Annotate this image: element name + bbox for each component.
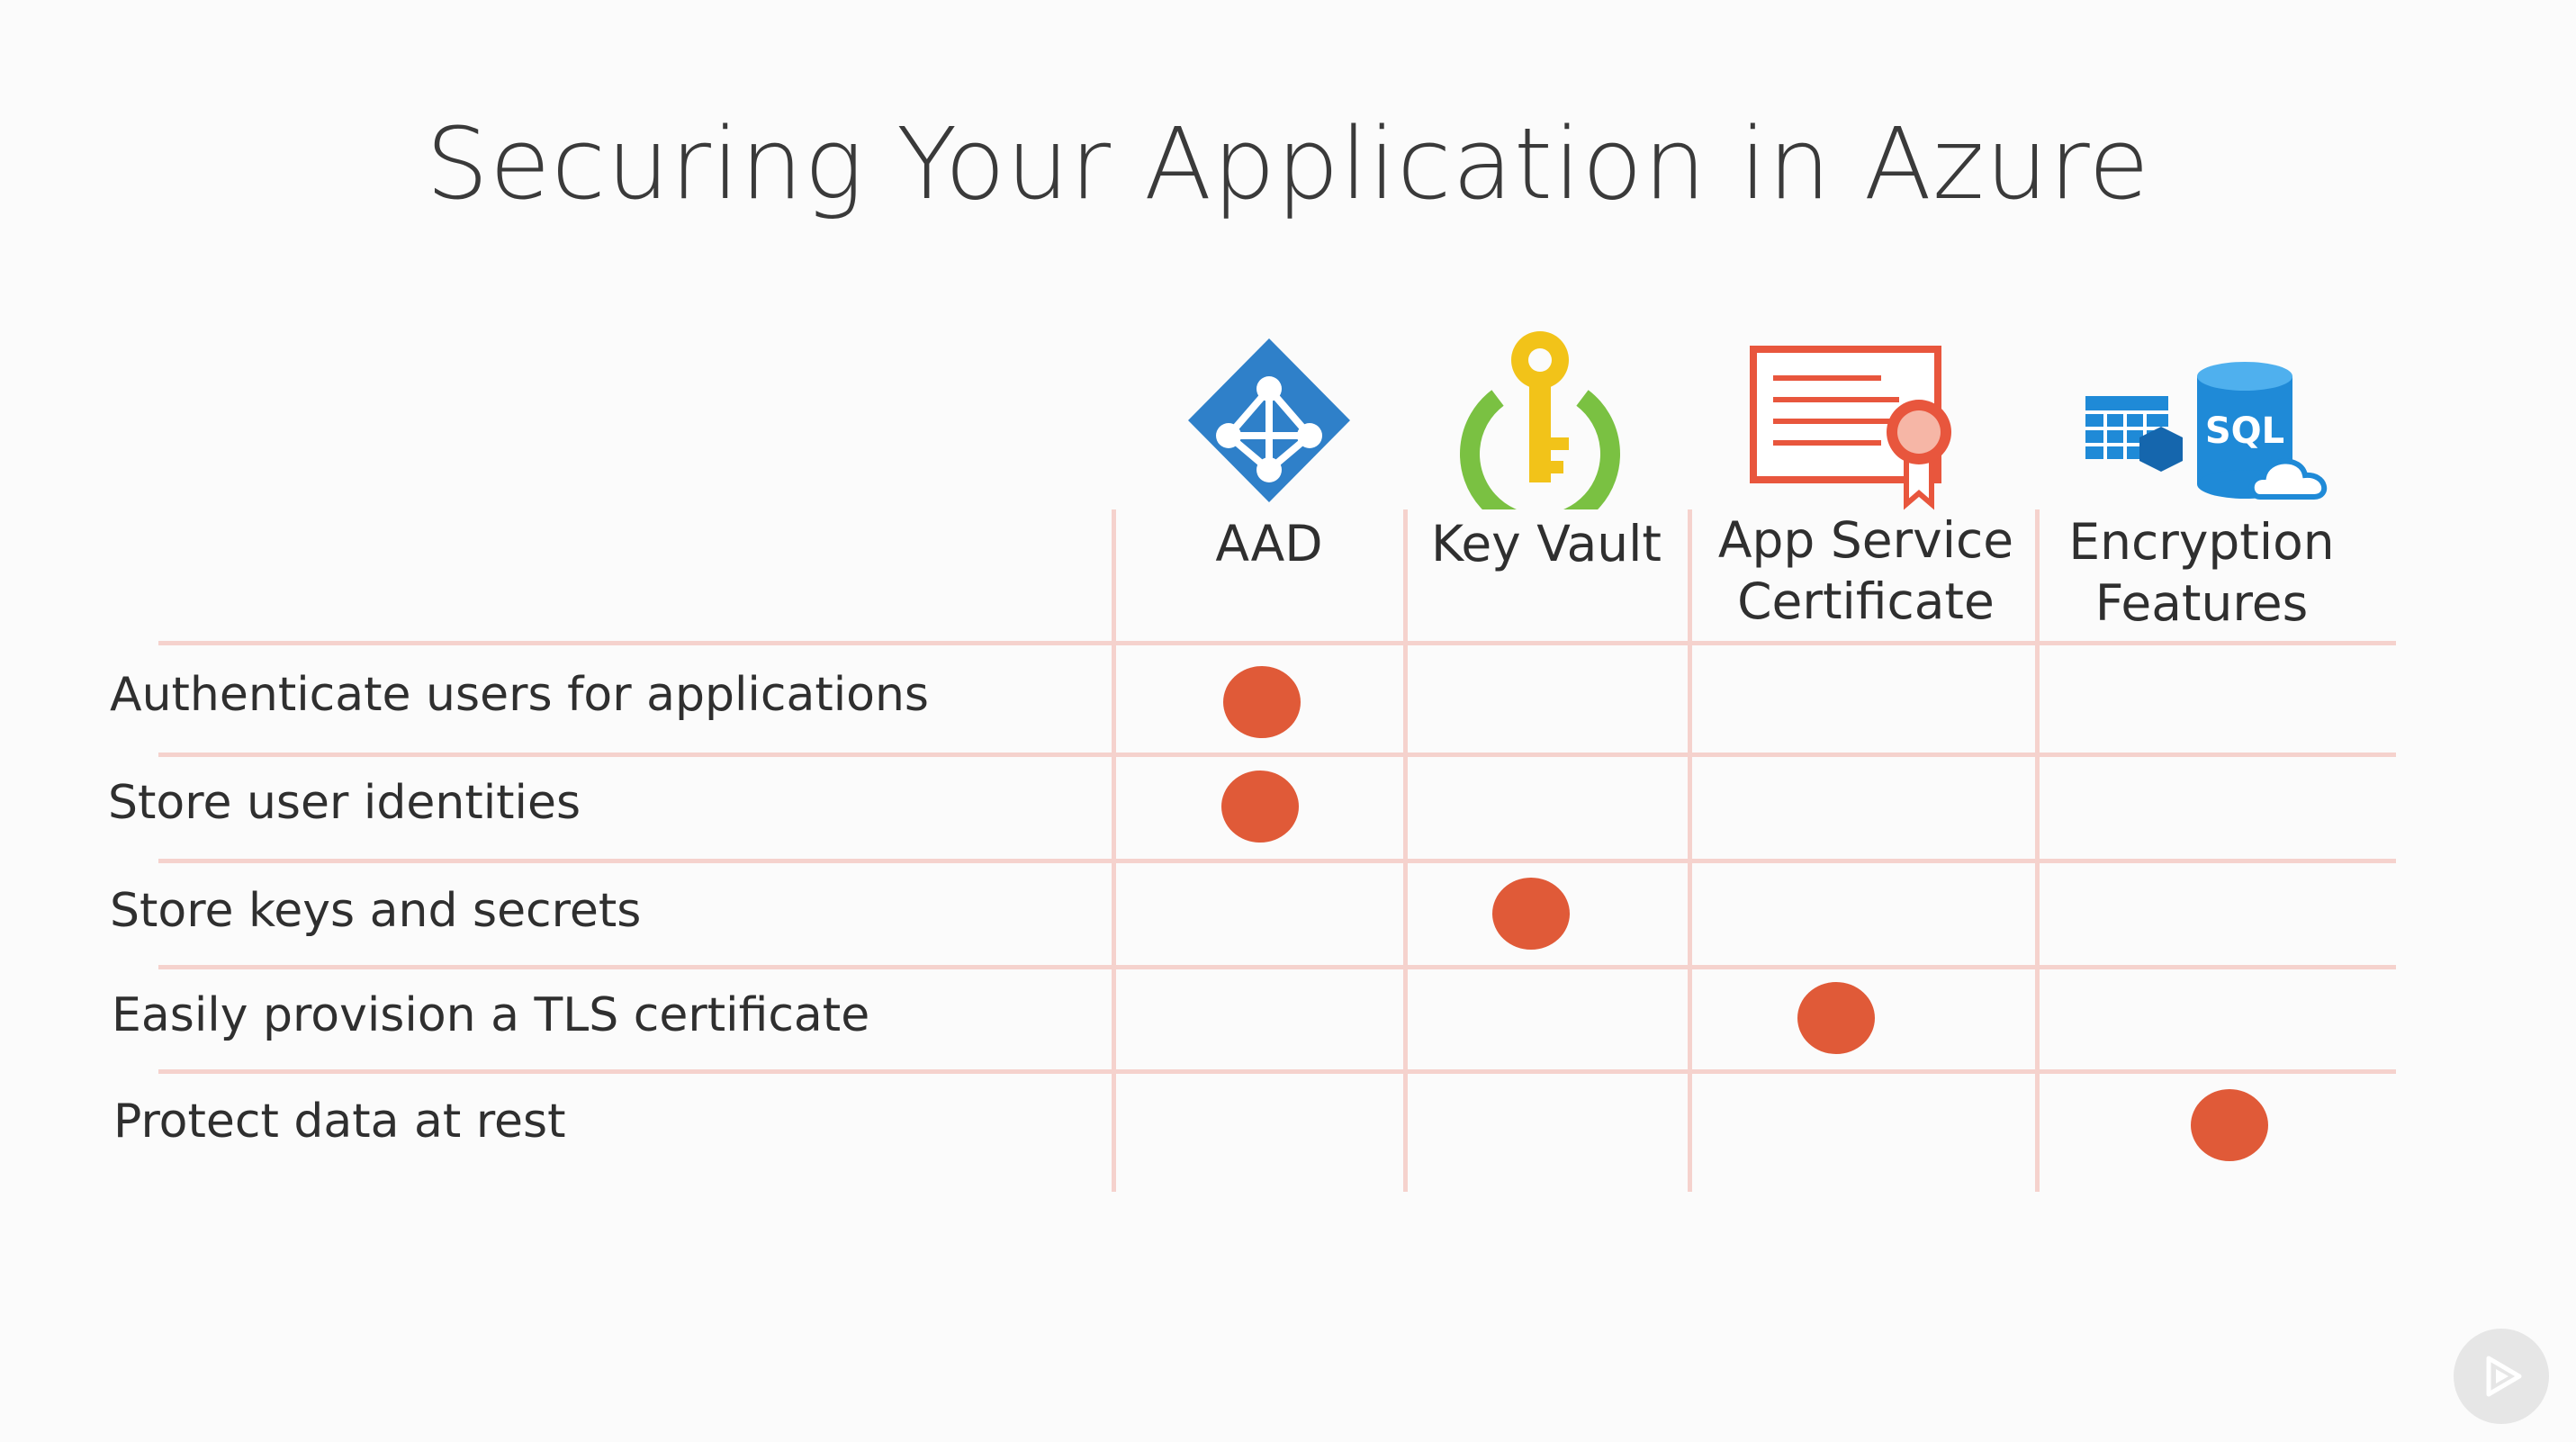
play-button[interactable] — [2454, 1329, 2549, 1424]
check-marker — [1492, 878, 1570, 950]
column-header-aad: AAD — [1107, 513, 1431, 574]
row-label: Store user identities — [108, 776, 581, 830]
azure-active-directory-icon — [1179, 335, 1359, 506]
column-header-line: Features — [2094, 574, 2309, 632]
row-label: Easily provision a TLS certificate — [112, 988, 870, 1042]
row-label: Protect data at rest — [113, 1095, 566, 1149]
check-marker — [1223, 666, 1301, 738]
column-header-app-service-certificate: App Service Certificate — [1704, 509, 2028, 632]
column-header-line: Key Vault — [1431, 515, 1662, 572]
row-divider — [158, 1069, 2396, 1074]
column-divider — [1112, 509, 1116, 1192]
slide-title: Securing Your Application in Azure — [426, 106, 2150, 221]
play-icon — [2486, 1356, 2522, 1397]
certificate-icon — [1746, 342, 1971, 513]
column-header-line: Certificate — [1737, 572, 1995, 630]
check-marker — [1797, 982, 1875, 1054]
key-vault-icon — [1455, 320, 1626, 535]
row-label: Store keys and secrets — [110, 884, 642, 938]
column-divider — [1403, 509, 1408, 1192]
column-divider — [2035, 509, 2040, 1192]
check-marker — [2191, 1089, 2268, 1161]
column-header-line: AAD — [1215, 515, 1323, 572]
column-header-key-vault: Key Vault — [1384, 513, 1708, 574]
column-header-line: Encryption — [2068, 513, 2335, 571]
row-divider — [158, 859, 2396, 863]
check-marker — [1221, 771, 1299, 843]
row-divider — [158, 965, 2396, 969]
column-header-encryption-features: Encryption Features — [2040, 511, 2364, 634]
column-divider — [1688, 509, 1692, 1192]
sql-label: SQL — [2205, 410, 2284, 452]
row-divider — [158, 753, 2396, 757]
row-label: Authenticate users for applications — [110, 668, 930, 722]
row-divider — [158, 641, 2396, 645]
column-header-line: App Service — [1717, 511, 2014, 569]
sql-database-icon: SQL — [2075, 356, 2345, 509]
